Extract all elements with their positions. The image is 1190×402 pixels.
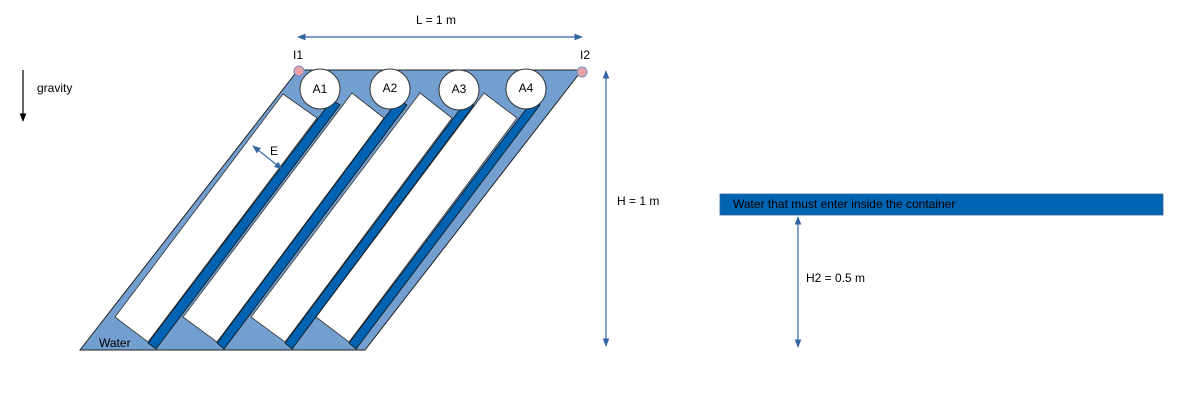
inlet-1-marker (293, 65, 305, 77)
thickness-arrow (252, 145, 283, 170)
cell-a2: A2 (369, 68, 411, 110)
cell-label: A1 (313, 82, 328, 96)
cell-a1: A1 (299, 68, 341, 110)
cell-a3: A3 (438, 69, 480, 111)
cell-a4: A4 (505, 68, 547, 110)
inlet-2-label: I2 (580, 48, 590, 62)
plate-1 (147, 99, 341, 350)
cell-label: A3 (452, 82, 467, 96)
cell-label: A4 (519, 81, 534, 95)
height-label: H = 1 m (617, 194, 659, 208)
water-box (719, 193, 1164, 216)
water-box-label: Water that must enter inside the contain… (733, 197, 955, 211)
inlet-2-marker (576, 66, 588, 78)
water-label: Water (99, 336, 131, 350)
length-label: L = 1 m (416, 13, 456, 27)
channel-2 (182, 92, 385, 343)
gravity-label: gravity (37, 81, 72, 95)
thickness-label: E (270, 144, 278, 158)
cell-label: A2 (383, 81, 398, 95)
channel-3 (250, 92, 453, 343)
inlet-1-label: I1 (293, 48, 303, 62)
height2-label: H2 = 0.5 m (806, 271, 865, 285)
